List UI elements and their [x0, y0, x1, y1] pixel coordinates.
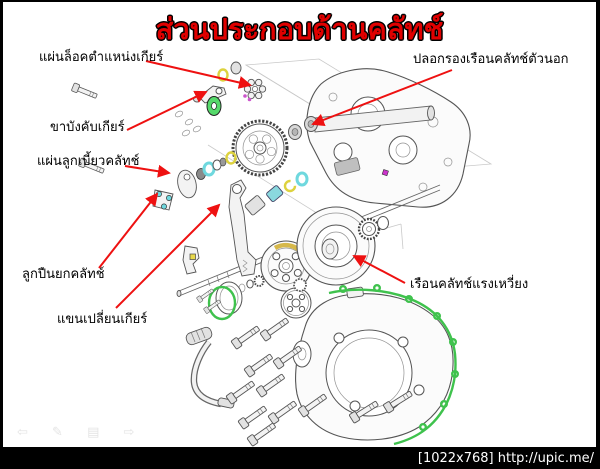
pink-pin: [247, 97, 252, 102]
yellow-ring: [217, 68, 229, 82]
small-gasket-green: [207, 285, 237, 321]
cyan-sleeve: [266, 185, 284, 202]
small-cover-and-plate: [207, 278, 312, 321]
exploded-clutch-diagram: [70, 58, 493, 447]
cam-plate-cluster: [152, 151, 237, 211]
slide-menu-icon[interactable]: ▤: [87, 425, 110, 440]
pawl-part: [182, 245, 200, 275]
watermark-text: [1022x768] http://upic.me/: [417, 450, 594, 466]
label-centrifugal-clutch-housing: เรือนคลัทช์แรงเหวี่ยง: [410, 276, 529, 291]
clutch-drum: [296, 206, 389, 286]
label-clutch-cam-plate: แผ่นลูกเบี้ยวคลัทช์: [37, 153, 140, 168]
yellow-c-clip: [283, 179, 297, 193]
label-clutch-lifter-bearing: ลูกปืนยกคลัทช์: [22, 266, 105, 281]
cover-gasket-green: [328, 288, 457, 446]
pen-icon[interactable]: ✎: [52, 425, 73, 440]
mid-spacers: [244, 171, 309, 216]
gear-shift-arm-part: [228, 179, 257, 277]
gear-shift-spindle: [176, 179, 441, 297]
magenta-seal: [381, 169, 389, 177]
crankcase: [306, 68, 471, 208]
slideshow-nav-toolbar: ⇦ ✎ ▤ ⇨: [17, 425, 144, 440]
label-gear-shift-arm: แขนเปลี่ยนเกียร์: [57, 311, 148, 326]
gear-position-lock-plate-part: [243, 78, 267, 100]
crankshaft-and-sleeves: [288, 105, 435, 177]
label-gear-control-arm: ขาบังคับเกียร์: [50, 119, 125, 134]
callout-arrows: [98, 60, 453, 309]
pink-pin: [243, 94, 247, 98]
label-gear-position-lock-plate: แผ่นล็อคตำแหน่งเกียร์: [39, 49, 164, 64]
footer-bar: [1022x768] http://upic.me/: [0, 447, 600, 469]
yellow-pad: [189, 253, 196, 260]
page-title: ส่วนประกอบด้านคลัทช์: [155, 12, 444, 46]
label-outer-clutch-housing-sleeve: ปลอกรองเรือนคลัทช์ตัวนอก: [413, 51, 569, 66]
yellow-ring: [225, 151, 237, 165]
kick-lever: [185, 326, 235, 409]
clutch-cover: [292, 284, 460, 446]
cyan-bearing: [202, 161, 216, 177]
cyan-bearing: [295, 171, 309, 187]
previous-slide-icon[interactable]: ⇦: [17, 425, 38, 440]
primary-gear: [231, 119, 289, 177]
slide-page: ส่วนประกอบด้านคลัทช์: [3, 2, 596, 447]
next-slide-icon[interactable]: ⇨: [123, 425, 145, 440]
